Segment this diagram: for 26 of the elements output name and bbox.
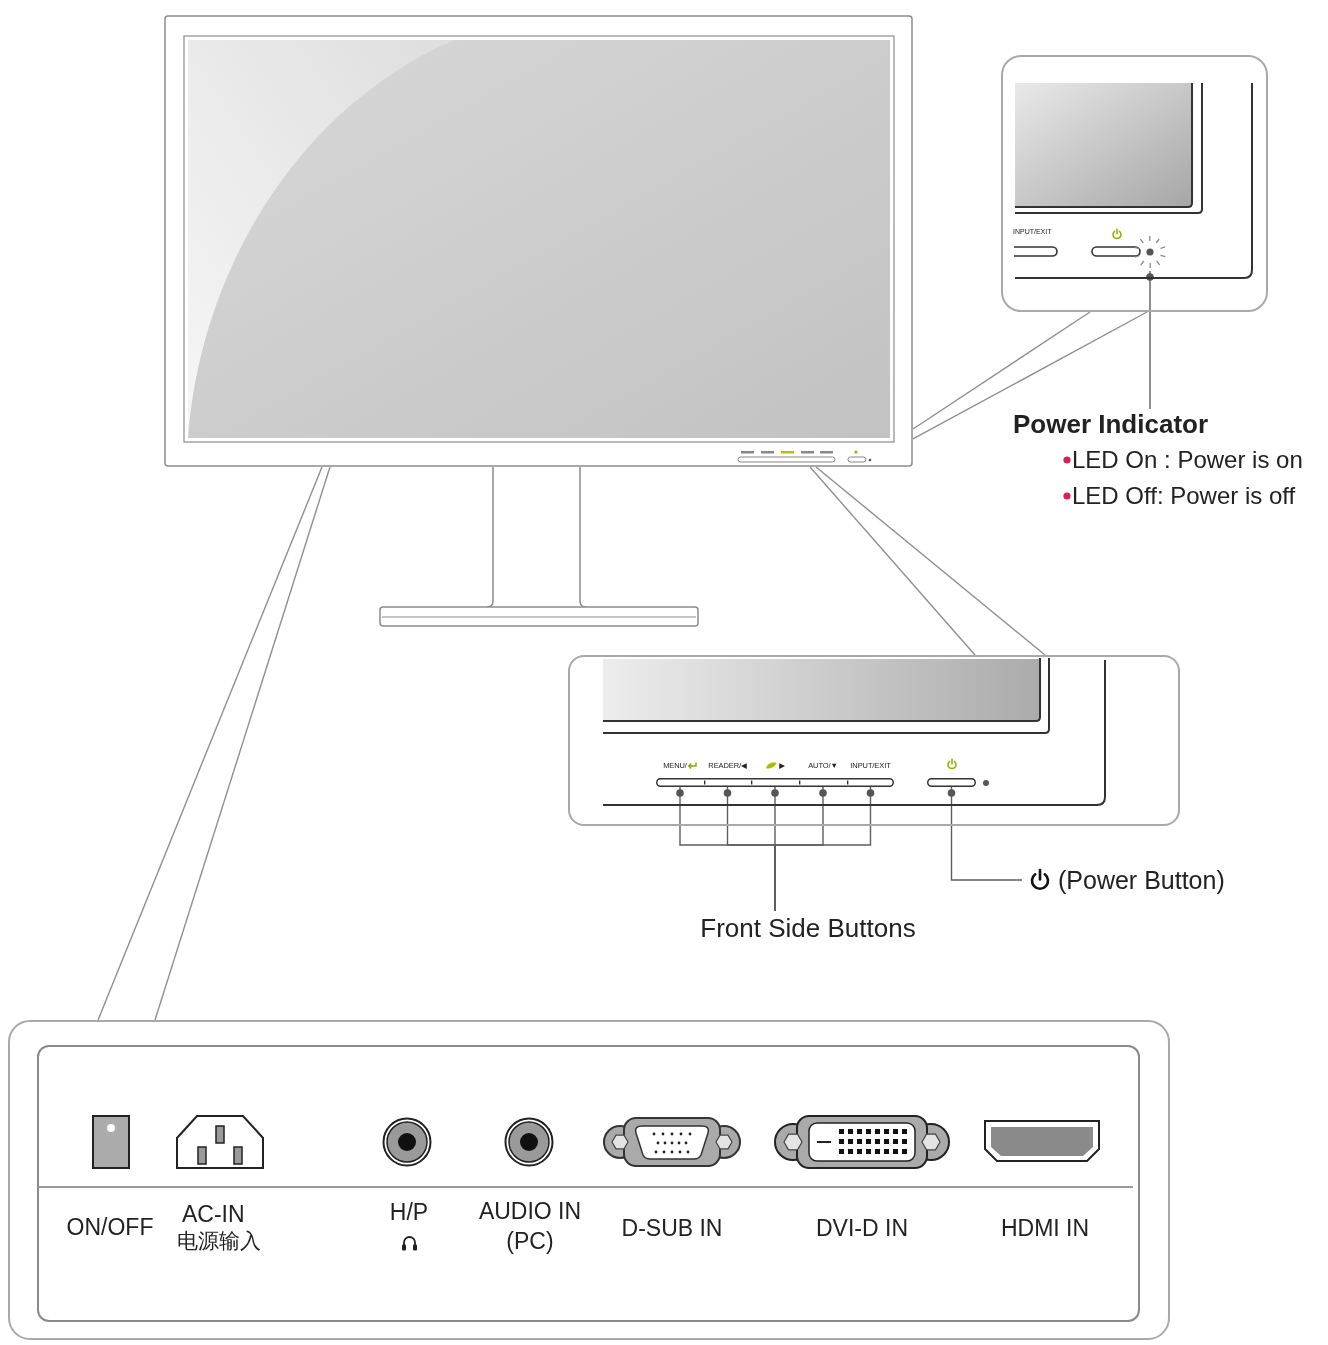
port-label: 电源输入	[177, 1228, 262, 1254]
leader-line	[947, 786, 1023, 881]
zoom-guide-line	[809, 466, 976, 656]
status-text: LED Off: Power is off	[1072, 481, 1296, 511]
port-label: D-SUB IN	[620, 1214, 724, 1242]
port-label: HDMI IN	[999, 1214, 1091, 1242]
leader-line	[1146, 270, 1154, 410]
leader-line	[774, 786, 875, 912]
port-label: AC-IN	[182, 1200, 246, 1228]
zoom-guide-line	[97, 466, 323, 1021]
zoom-guide-line	[154, 466, 331, 1021]
monitor-drawing	[164, 15, 913, 467]
inset-frame	[8, 1020, 1170, 1340]
port-label: ON/OFF	[65, 1213, 155, 1241]
zoom-guide-line	[912, 311, 1148, 440]
inset-frame	[1001, 55, 1268, 312]
inset-frame	[568, 655, 1180, 826]
zoom-guide-line	[815, 466, 1046, 656]
status-text: LED On : Power is on	[1072, 445, 1303, 475]
port-label: H/P	[388, 1198, 430, 1226]
zoom-guide-line	[912, 311, 1091, 430]
callout-label: Front Side Buttons	[688, 911, 928, 945]
callout-label: (Power Button)	[1058, 865, 1225, 896]
port-label: DVI-D IN	[815, 1214, 909, 1242]
port-label: AUDIO IN (PC)	[477, 1197, 583, 1256]
callout-heading: Power Indicator	[1013, 409, 1209, 439]
